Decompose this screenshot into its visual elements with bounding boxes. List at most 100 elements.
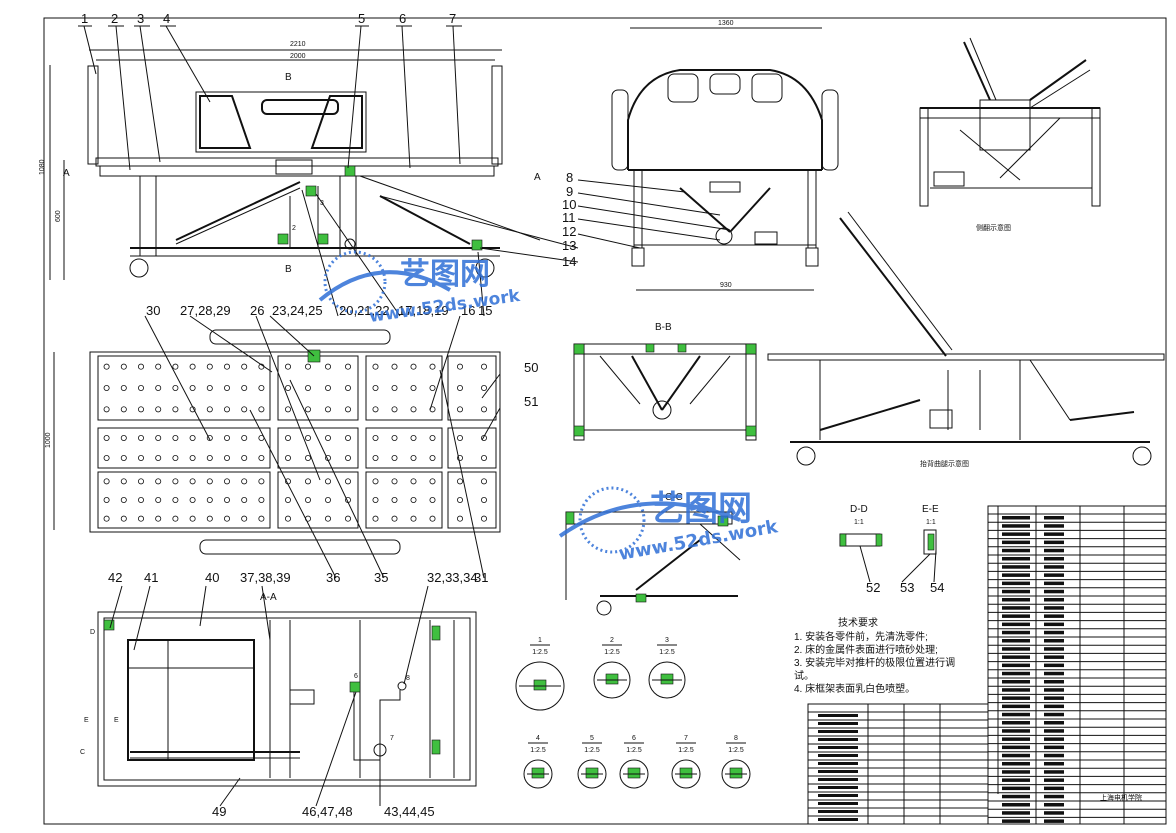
- perforation-hole: [258, 478, 265, 485]
- section-mark-c: C: [80, 749, 85, 756]
- perforation-hole: [480, 434, 487, 441]
- detail-scale: 1:2.5: [659, 649, 675, 656]
- part-35: 35: [374, 570, 388, 585]
- perforation-hole: [172, 434, 179, 441]
- detail-8: 81:2.5: [721, 735, 751, 789]
- perforation-hole: [241, 406, 248, 413]
- parts-list-cell: [1044, 803, 1064, 807]
- part-31: 31: [474, 570, 488, 585]
- detail-5: 51:2.5: [577, 735, 607, 789]
- perforation-hole: [258, 384, 265, 391]
- perforation-hole: [372, 363, 379, 370]
- detail-scale: 1:2.5: [532, 649, 548, 656]
- parts-list-cell: [1044, 524, 1064, 528]
- detail-circle: [721, 759, 751, 789]
- perforation-hole: [324, 363, 331, 370]
- perforation-hole: [120, 384, 127, 391]
- detail-scale: 1:2.5: [626, 747, 642, 754]
- part-16: 16: [461, 303, 475, 318]
- tech-note-2: 2. 床的金属件表面进行喷砂处理;: [794, 643, 938, 656]
- perforation-hole: [429, 384, 436, 391]
- side-flip-view: 侧翻示意图: [919, 37, 1101, 232]
- perforation-hole: [429, 478, 436, 485]
- perforation-hole: [189, 363, 196, 370]
- detail-number: 6: [632, 735, 636, 742]
- perforation-hole: [223, 406, 230, 413]
- part-12: 12: [562, 224, 576, 239]
- perforation-hole: [284, 496, 291, 503]
- caption-back-raise: 抬背曲腿示意图: [920, 459, 969, 468]
- view-label-dd: D-D: [850, 504, 868, 515]
- detail-part: [627, 767, 641, 779]
- perforation-hole: [391, 384, 398, 391]
- title-block-cell: [818, 754, 858, 757]
- part-15: 15: [478, 303, 492, 318]
- section-mark-d: D: [90, 629, 95, 636]
- perforation-hole: [372, 406, 379, 413]
- parts-list-cell: [1044, 819, 1064, 823]
- part-1: 1: [81, 11, 88, 26]
- parts-list-cell: [1044, 753, 1064, 758]
- perforation-hole: [137, 406, 144, 413]
- perforation-hole: [391, 515, 398, 522]
- perforation-hole: [284, 406, 291, 413]
- perforation-hole: [391, 363, 398, 370]
- parts-list-cell: [1044, 811, 1064, 815]
- title-block-cell: [818, 794, 858, 797]
- leaders-top: [78, 25, 462, 171]
- perforation-hole: [410, 454, 417, 461]
- perforation-hole: [372, 478, 379, 485]
- perforation-hole: [172, 384, 179, 391]
- parts-list-cell: [1002, 573, 1030, 577]
- perforation-hole: [120, 515, 127, 522]
- parts-list-cell: [1002, 548, 1030, 553]
- detail-scale: 1:2.5: [604, 649, 620, 656]
- perforation-hole: [137, 454, 144, 461]
- parts-list-cell: [1044, 794, 1064, 799]
- detail-part: [531, 767, 545, 779]
- title-block-cell: [818, 802, 858, 805]
- perforation-hole: [223, 496, 230, 503]
- perforation-hole: [372, 384, 379, 391]
- section-mark-e2: E: [114, 717, 119, 724]
- part-numbers-mid: 15 16 17,18,19 20,21,22 23,24,25 26 27,2…: [146, 303, 538, 585]
- detail-number: 4: [536, 735, 540, 742]
- parts-list-cell: [1002, 589, 1030, 594]
- parts-list-cell: [1044, 778, 1064, 782]
- parts-list-cell: [1044, 770, 1064, 774]
- parts-list-cell: [1002, 655, 1030, 659]
- perforation-hole: [480, 515, 487, 522]
- tech-note-1: 1. 安装各零件前，先清洗零件;: [794, 630, 928, 643]
- perforation-hole: [410, 434, 417, 441]
- parts-list-cell: [1002, 721, 1030, 725]
- dim-2210: 2210: [290, 41, 306, 48]
- perforation-hole: [172, 496, 179, 503]
- parts-list-cell: [1044, 680, 1064, 684]
- perforation-hole: [344, 478, 351, 485]
- parts-list-cell: [1002, 811, 1030, 815]
- parts-list-cell: [1002, 704, 1030, 709]
- parts-list-cell: [1044, 721, 1064, 725]
- perforation-hole: [410, 363, 417, 370]
- perforation-hole: [304, 454, 311, 461]
- tech-notes: 技术要求 1. 安装各零件前，先清洗零件; 2. 床的金属件表面进行喷砂处理; …: [794, 616, 955, 695]
- detail-part: [533, 679, 547, 691]
- dim-1360: 1360: [718, 20, 734, 27]
- parts-list-cell: [1002, 762, 1030, 766]
- mattress-holes: [103, 363, 487, 522]
- perforation-hole: [304, 406, 311, 413]
- perforation-hole: [103, 434, 110, 441]
- perforation-hole: [120, 454, 127, 461]
- perforation-hole: [456, 478, 463, 485]
- perforation-hole: [284, 434, 291, 441]
- perforation-hole: [223, 515, 230, 522]
- title-block-cell: [818, 818, 858, 821]
- perforation-hole: [284, 384, 291, 391]
- parts-list: 上海电机学院: [807, 505, 1167, 825]
- perforation-hole: [456, 515, 463, 522]
- watermark-brand-1: 艺图网: [400, 257, 490, 292]
- parts-list-cell: [1002, 671, 1030, 676]
- parts-list-cell: [1044, 704, 1064, 709]
- perforation-hole: [480, 496, 487, 503]
- tech-note-3b: 试。: [794, 669, 814, 682]
